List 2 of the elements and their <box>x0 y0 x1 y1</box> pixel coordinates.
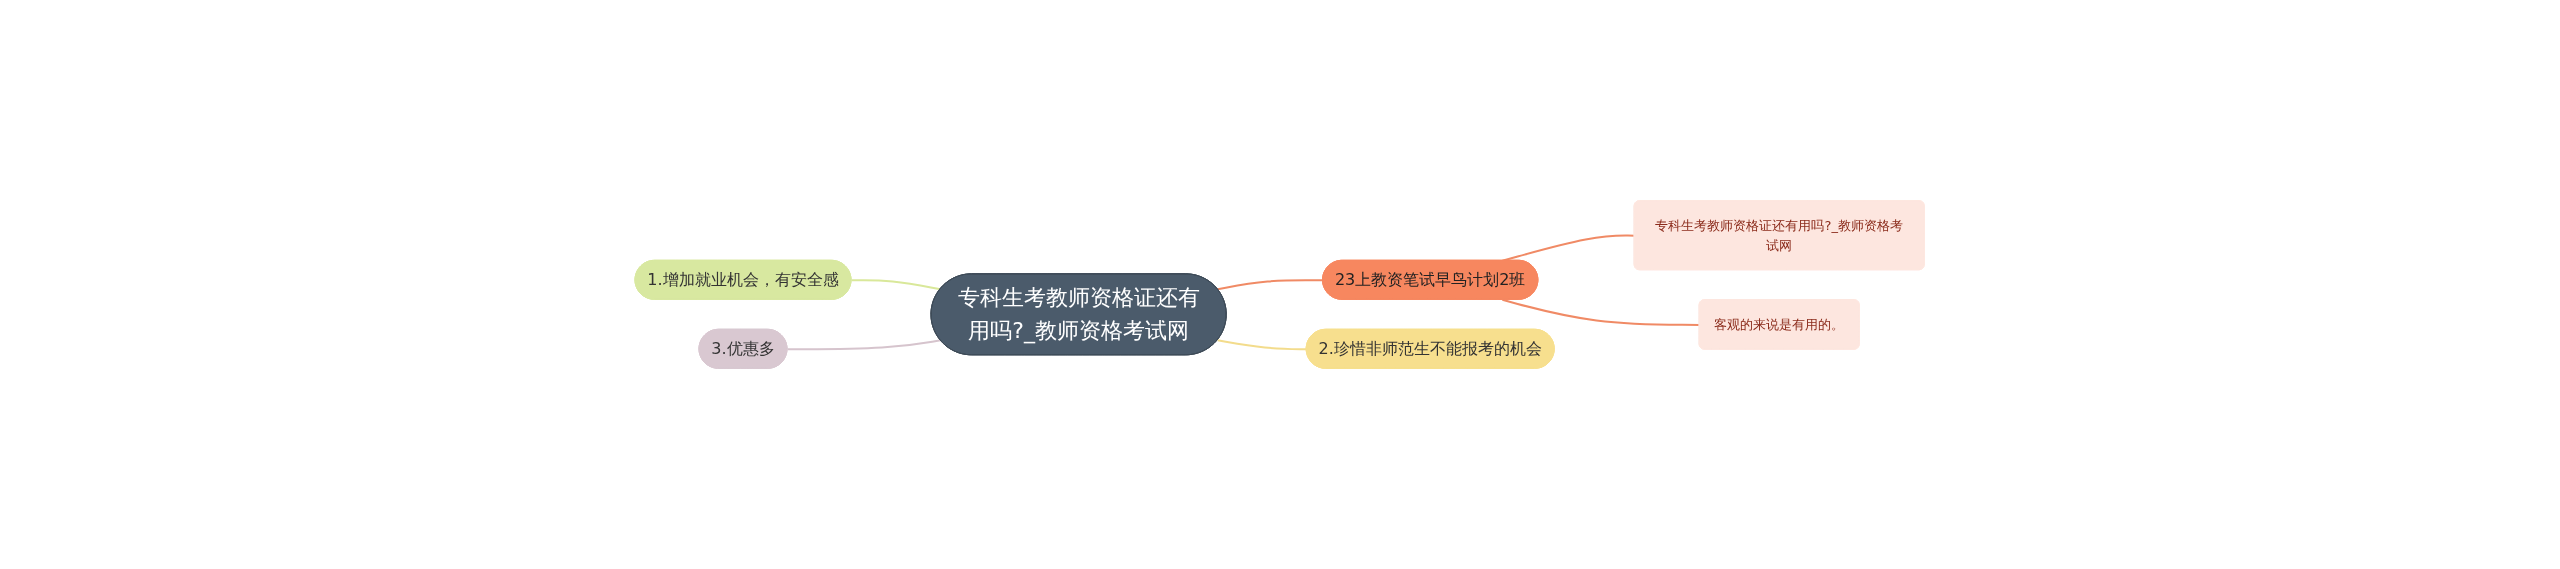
connector <box>850 279 942 291</box>
connector <box>786 339 942 351</box>
